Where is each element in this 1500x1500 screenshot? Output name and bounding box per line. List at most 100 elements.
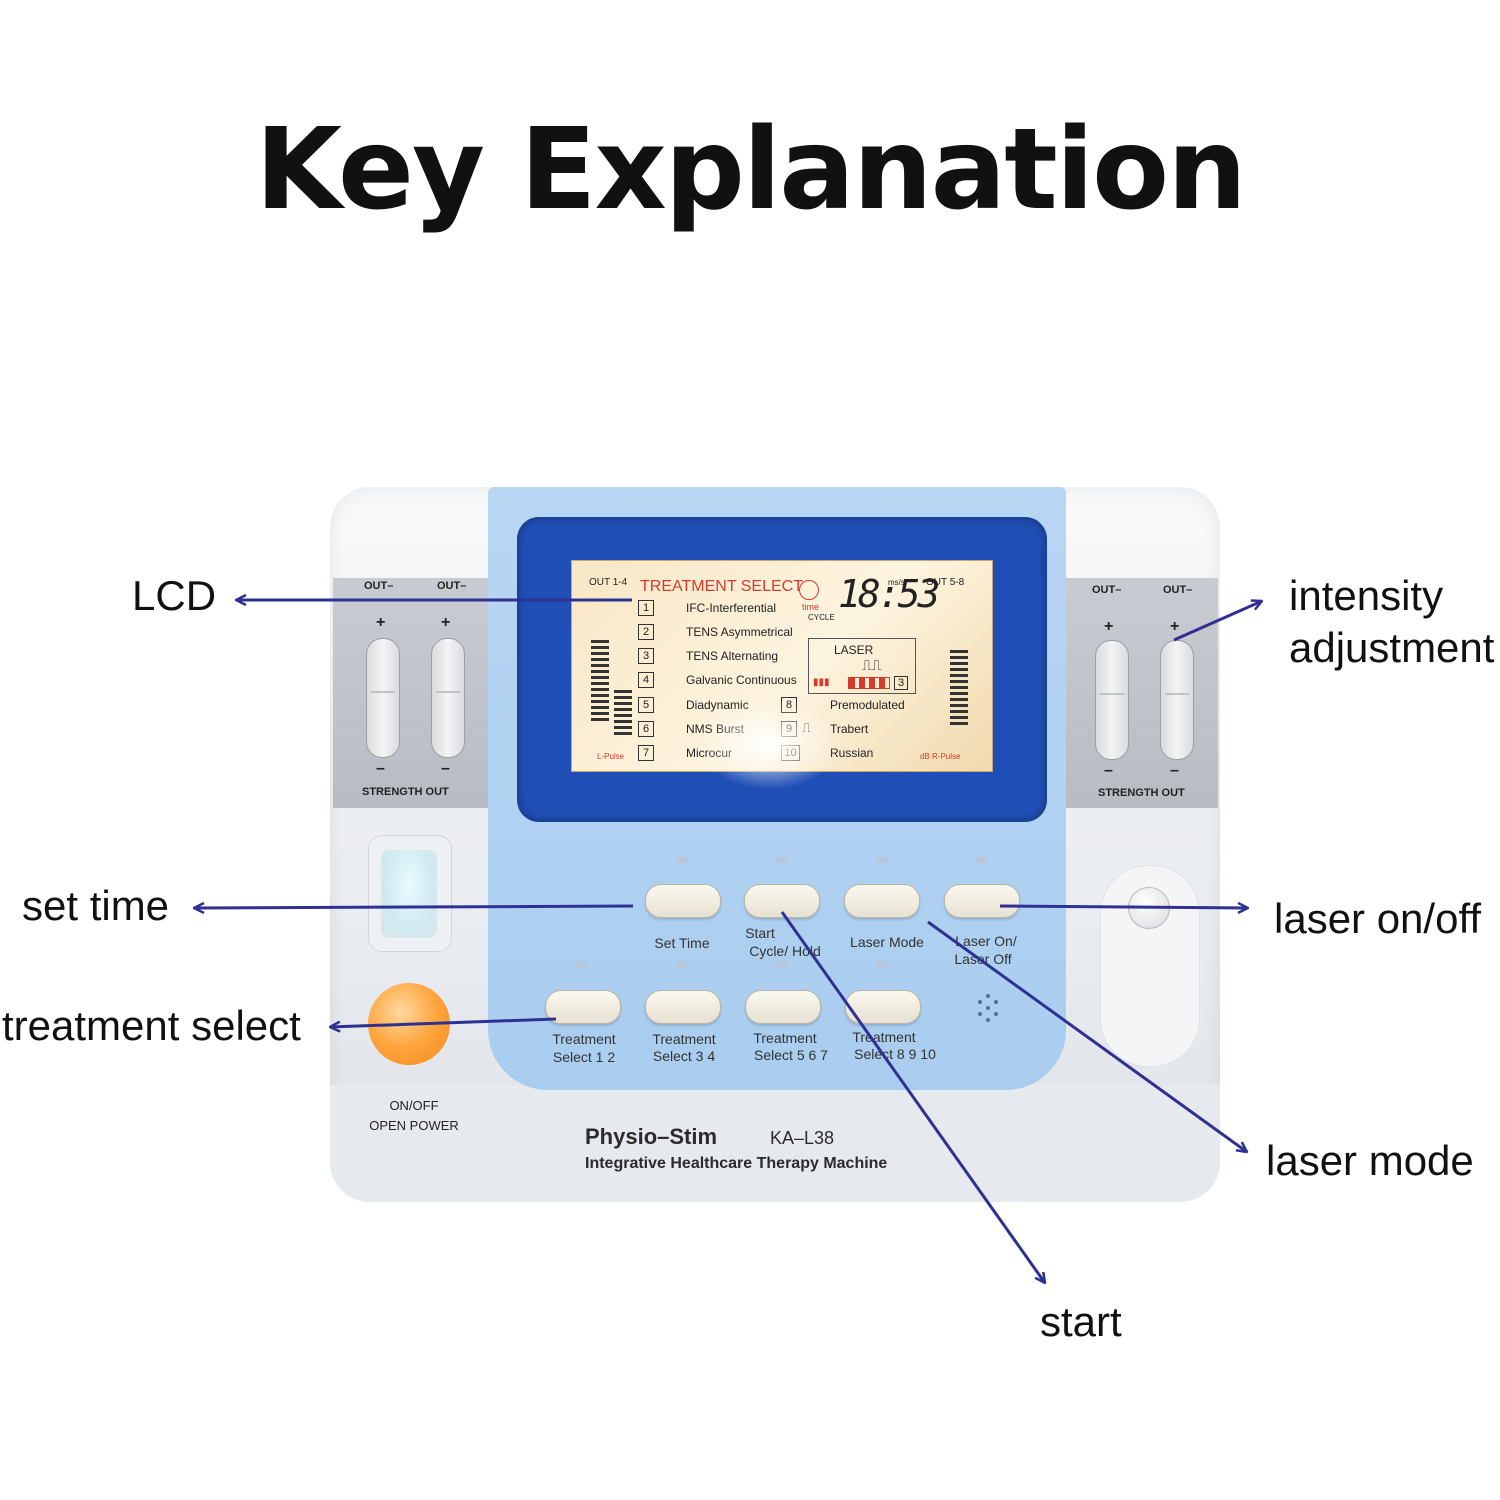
pulse-wave-icon: ⎍⎍ — [862, 657, 882, 673]
lcd-l-pulse: L-Pulse — [597, 752, 625, 761]
left-pulse-meter — [591, 640, 609, 721]
strength-slider-out-7-8[interactable] — [1160, 640, 1194, 760]
lcd-treatment-name: IFC-Interferential — [686, 601, 777, 615]
strength-slider-out-3-4[interactable] — [431, 638, 465, 758]
strength-slider-out-1-2[interactable] — [366, 638, 400, 758]
callout-intensity-line1: intensity — [1289, 572, 1444, 619]
lcd-treatment-name: TENS Alternating — [686, 649, 779, 663]
indicator-led — [576, 962, 588, 968]
select-label: Select 1 2 — [552, 1049, 616, 1065]
treatment-select-5-6-7-button[interactable] — [745, 990, 821, 1024]
strength-out-label: STRENGTH OUT — [362, 786, 449, 798]
callout-treatment-select: treatment select — [2, 1002, 301, 1049]
arrow-set-time — [194, 906, 634, 908]
lcd-glare — [700, 700, 840, 790]
lcd-treatment-number: 3 — [638, 648, 654, 664]
select-label: Select 5 6 7 — [754, 1047, 828, 1063]
lcd-r-pulse: dB R-Pulse — [920, 752, 961, 761]
arrow-laser-onoff — [999, 906, 1248, 908]
laser-mode-button[interactable] — [844, 884, 920, 918]
power-label-line2: OPEN POWER — [369, 1118, 459, 1133]
indicator-led — [976, 857, 988, 863]
indicator-led — [676, 857, 688, 863]
lcd-treatment-number: 4 — [638, 672, 654, 688]
treatment-select-1-2-button[interactable] — [545, 990, 621, 1024]
select-label: Select 8 9 10 — [854, 1046, 936, 1062]
plus-label: + — [376, 614, 386, 631]
brand-name: Physio–Stim — [585, 1124, 718, 1149]
out-label-left-1: OUT– — [364, 580, 394, 592]
set-time-label: Set Time — [654, 935, 710, 951]
minus-label: – — [376, 760, 385, 777]
out-label-right-2: OUT– — [1163, 584, 1193, 596]
treatment-select-3-4-button[interactable] — [645, 990, 721, 1024]
output-window-glow — [381, 850, 437, 938]
callout-intensity-line2: adjustment — [1289, 624, 1495, 671]
laser-onoff-button[interactable] — [944, 884, 1020, 918]
set-time-button[interactable] — [645, 884, 721, 918]
signal-strength-icon: ▮▮▮ — [813, 677, 830, 688]
lcd-ms-label: ms/s — [888, 578, 905, 587]
treatment-label: Treatment — [753, 1030, 817, 1046]
callout-laser-mode: laser mode — [1266, 1137, 1474, 1184]
laser-level-bar — [848, 677, 890, 689]
plus-label: + — [1170, 618, 1180, 635]
page-title: Key Explanation — [255, 105, 1247, 235]
arrow-treatment-select — [330, 1017, 557, 1027]
lcd-cycle-label: CYCLE — [808, 613, 835, 622]
left-strength-panel — [333, 578, 493, 808]
indicator-led — [776, 962, 788, 968]
device-subtitle: Integrative Healthcare Therapy Machine — [585, 1155, 888, 1172]
lcd-treatment-number: 1 — [638, 600, 654, 616]
callout-laser-onoff: laser on/off — [1274, 895, 1482, 942]
indicator-led — [876, 857, 888, 863]
laser-off-label: Laser Off — [954, 951, 1012, 967]
left-pulse-meter — [614, 690, 632, 735]
minus-label: – — [1170, 762, 1179, 779]
minus-label: – — [1104, 762, 1113, 779]
lcd-treatment-number: 7 — [638, 745, 654, 761]
arrow-intensity — [1173, 601, 1262, 642]
clock-icon — [799, 580, 819, 600]
plus-label: + — [1104, 618, 1114, 635]
strength-slider-out-5-6[interactable] — [1095, 640, 1129, 760]
indicator-led — [776, 857, 788, 863]
lcd-treatment-number: 5 — [638, 697, 654, 713]
callout-start: start — [1040, 1298, 1122, 1345]
arrow-start — [780, 911, 1045, 1283]
lcd-treatment-number: 6 — [638, 721, 654, 737]
laser-mode-label: Laser Mode — [850, 934, 924, 950]
speaker-icon — [970, 990, 1006, 1026]
arrow-laser-mode — [927, 920, 1247, 1152]
indicator-led — [676, 962, 688, 968]
lcd-treatment-number: 2 — [638, 624, 654, 640]
cycle-hold-label: Cycle/ Hold — [749, 943, 821, 959]
lcd-treatment-name: Premodulated — [830, 698, 905, 712]
lcd-out-left: OUT 1-4 — [589, 577, 628, 588]
callout-lcd: LCD — [132, 572, 217, 619]
device-bottom-band — [330, 1085, 1220, 1202]
lcd-out-right: OUT 5-8 — [926, 577, 965, 588]
treatment-label: Treatment — [552, 1031, 616, 1047]
lcd-laser-box — [808, 638, 916, 694]
laser-on-label: Laser On/ — [955, 933, 1017, 949]
start-label: Start — [745, 925, 775, 941]
right-pulse-meter — [950, 650, 968, 725]
lcd-treatment-name: TENS Asymmetrical — [686, 625, 793, 639]
lcd-time-label: time — [802, 602, 820, 612]
minus-label: – — [441, 760, 450, 777]
lcd-treatment-name: Galvanic Continuous — [686, 673, 797, 687]
treatment-label: Treatment — [652, 1031, 716, 1047]
model-number: KA–L38 — [770, 1128, 835, 1148]
select-label: Select 3 4 — [652, 1048, 716, 1064]
indicator-led — [876, 962, 888, 968]
lcd-treatment-name: Trabert — [830, 722, 869, 736]
lcd-laser-level: 3 — [894, 676, 909, 690]
lcd-laser-label: LASER — [834, 643, 874, 657]
out-label-left-2: OUT– — [437, 580, 467, 592]
strength-out-label: STRENGTH OUT — [1098, 787, 1185, 799]
plus-label: + — [441, 614, 451, 631]
out-label-right-1: OUT– — [1092, 584, 1122, 596]
lcd-header: TREATMENT SELECT — [640, 578, 803, 595]
